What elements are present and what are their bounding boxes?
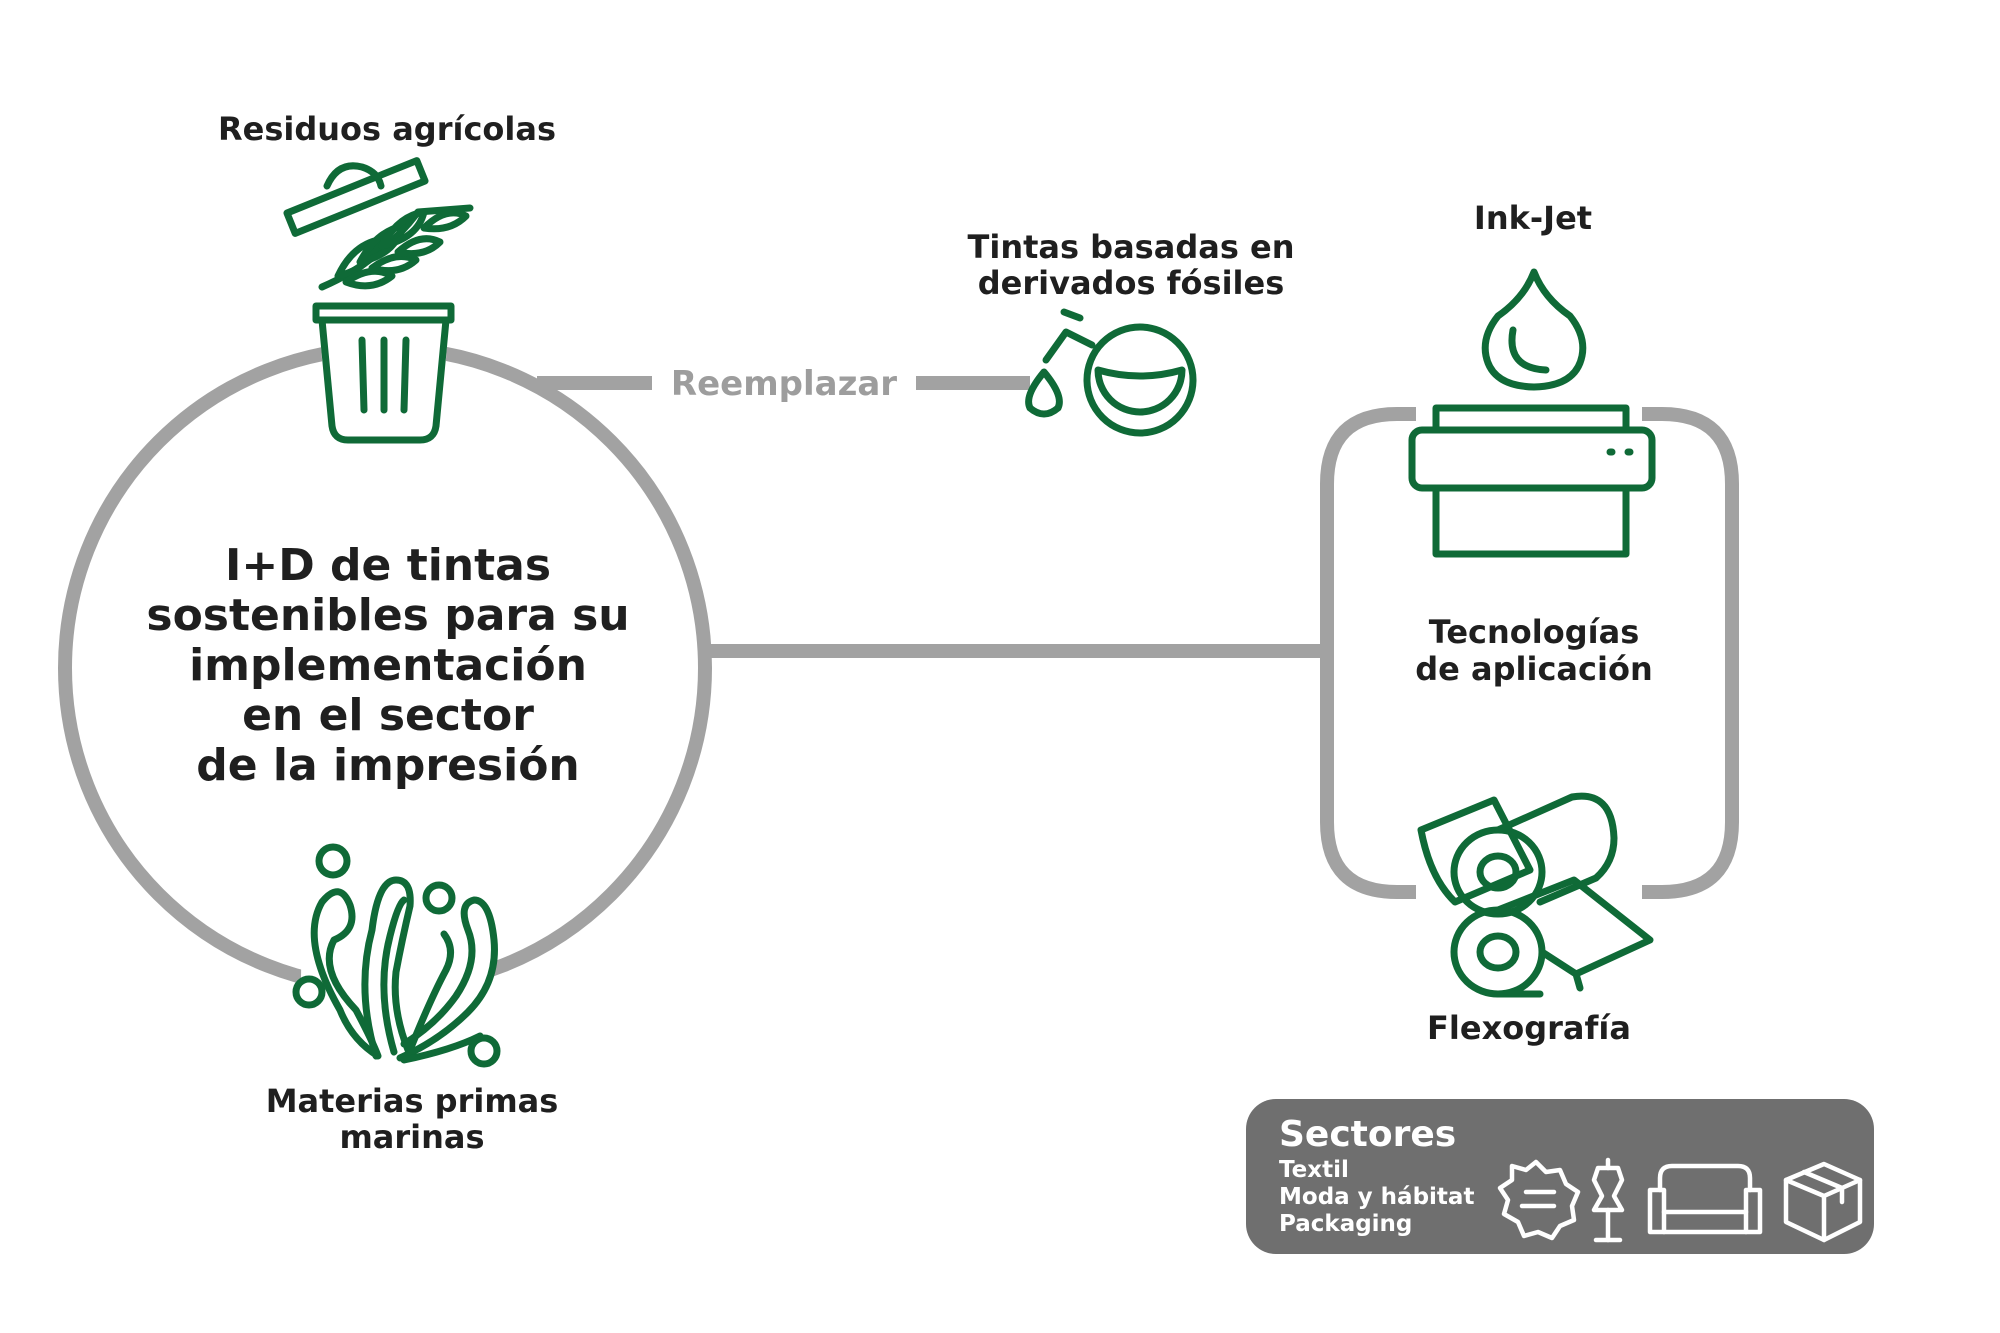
fabric-icon (1497, 1159, 1581, 1241)
technologies-title-line-1: Tecnologías (1429, 613, 1639, 651)
center-title: I+D de tintas sostenibles para su implem… (146, 540, 629, 791)
sector-item-textil: Textil (1279, 1157, 1349, 1183)
technologies-frame-left (1320, 407, 1416, 899)
fossil-oil-icon (1025, 308, 1197, 437)
inkjet-printer-icon (1408, 268, 1656, 558)
sector-item-moda: Moda y hábitat (1279, 1184, 1474, 1210)
mannequin-icon (1591, 1157, 1625, 1243)
box-icon (1783, 1161, 1863, 1243)
center-line-4: en el sector (242, 690, 534, 741)
seaweed-icon (292, 843, 501, 1068)
technologies-frame-right (1642, 407, 1739, 899)
sector-item-packaging: Packaging (1279, 1211, 1412, 1237)
center-line-1: I+D de tintas (225, 540, 551, 591)
marine-label-line-2: marinas (339, 1118, 484, 1156)
marine-label-line-1: Materias primas (266, 1082, 559, 1120)
center-line-3: implementación (189, 640, 587, 691)
sofa-icon (1647, 1163, 1763, 1235)
agricultural-waste-label: Residuos agrícolas (218, 110, 556, 148)
sectors-panel-bg (1246, 1099, 1874, 1254)
technologies-title-line-2: de aplicación (1415, 650, 1652, 688)
fossil-inks-label-line-1: Tintas basadas en (968, 228, 1295, 266)
fossil-inks-label-line-2: derivados fósiles (978, 264, 1285, 302)
center-line-5: de la impresión (196, 740, 580, 791)
center-line-2: sostenibles para su (146, 590, 629, 641)
flexography-rolls-icon (1417, 792, 1654, 998)
sectors-panel: Sectores Textil Moda y hábitat Packaging (1246, 1099, 1874, 1254)
replace-label: Reemplazar (671, 364, 897, 404)
flexography-label: Flexografía (1427, 1009, 1631, 1047)
compost-bin-icon (283, 157, 474, 444)
inkjet-label: Ink-Jet (1474, 199, 1592, 237)
sectors-title: Sectores (1279, 1114, 1456, 1155)
